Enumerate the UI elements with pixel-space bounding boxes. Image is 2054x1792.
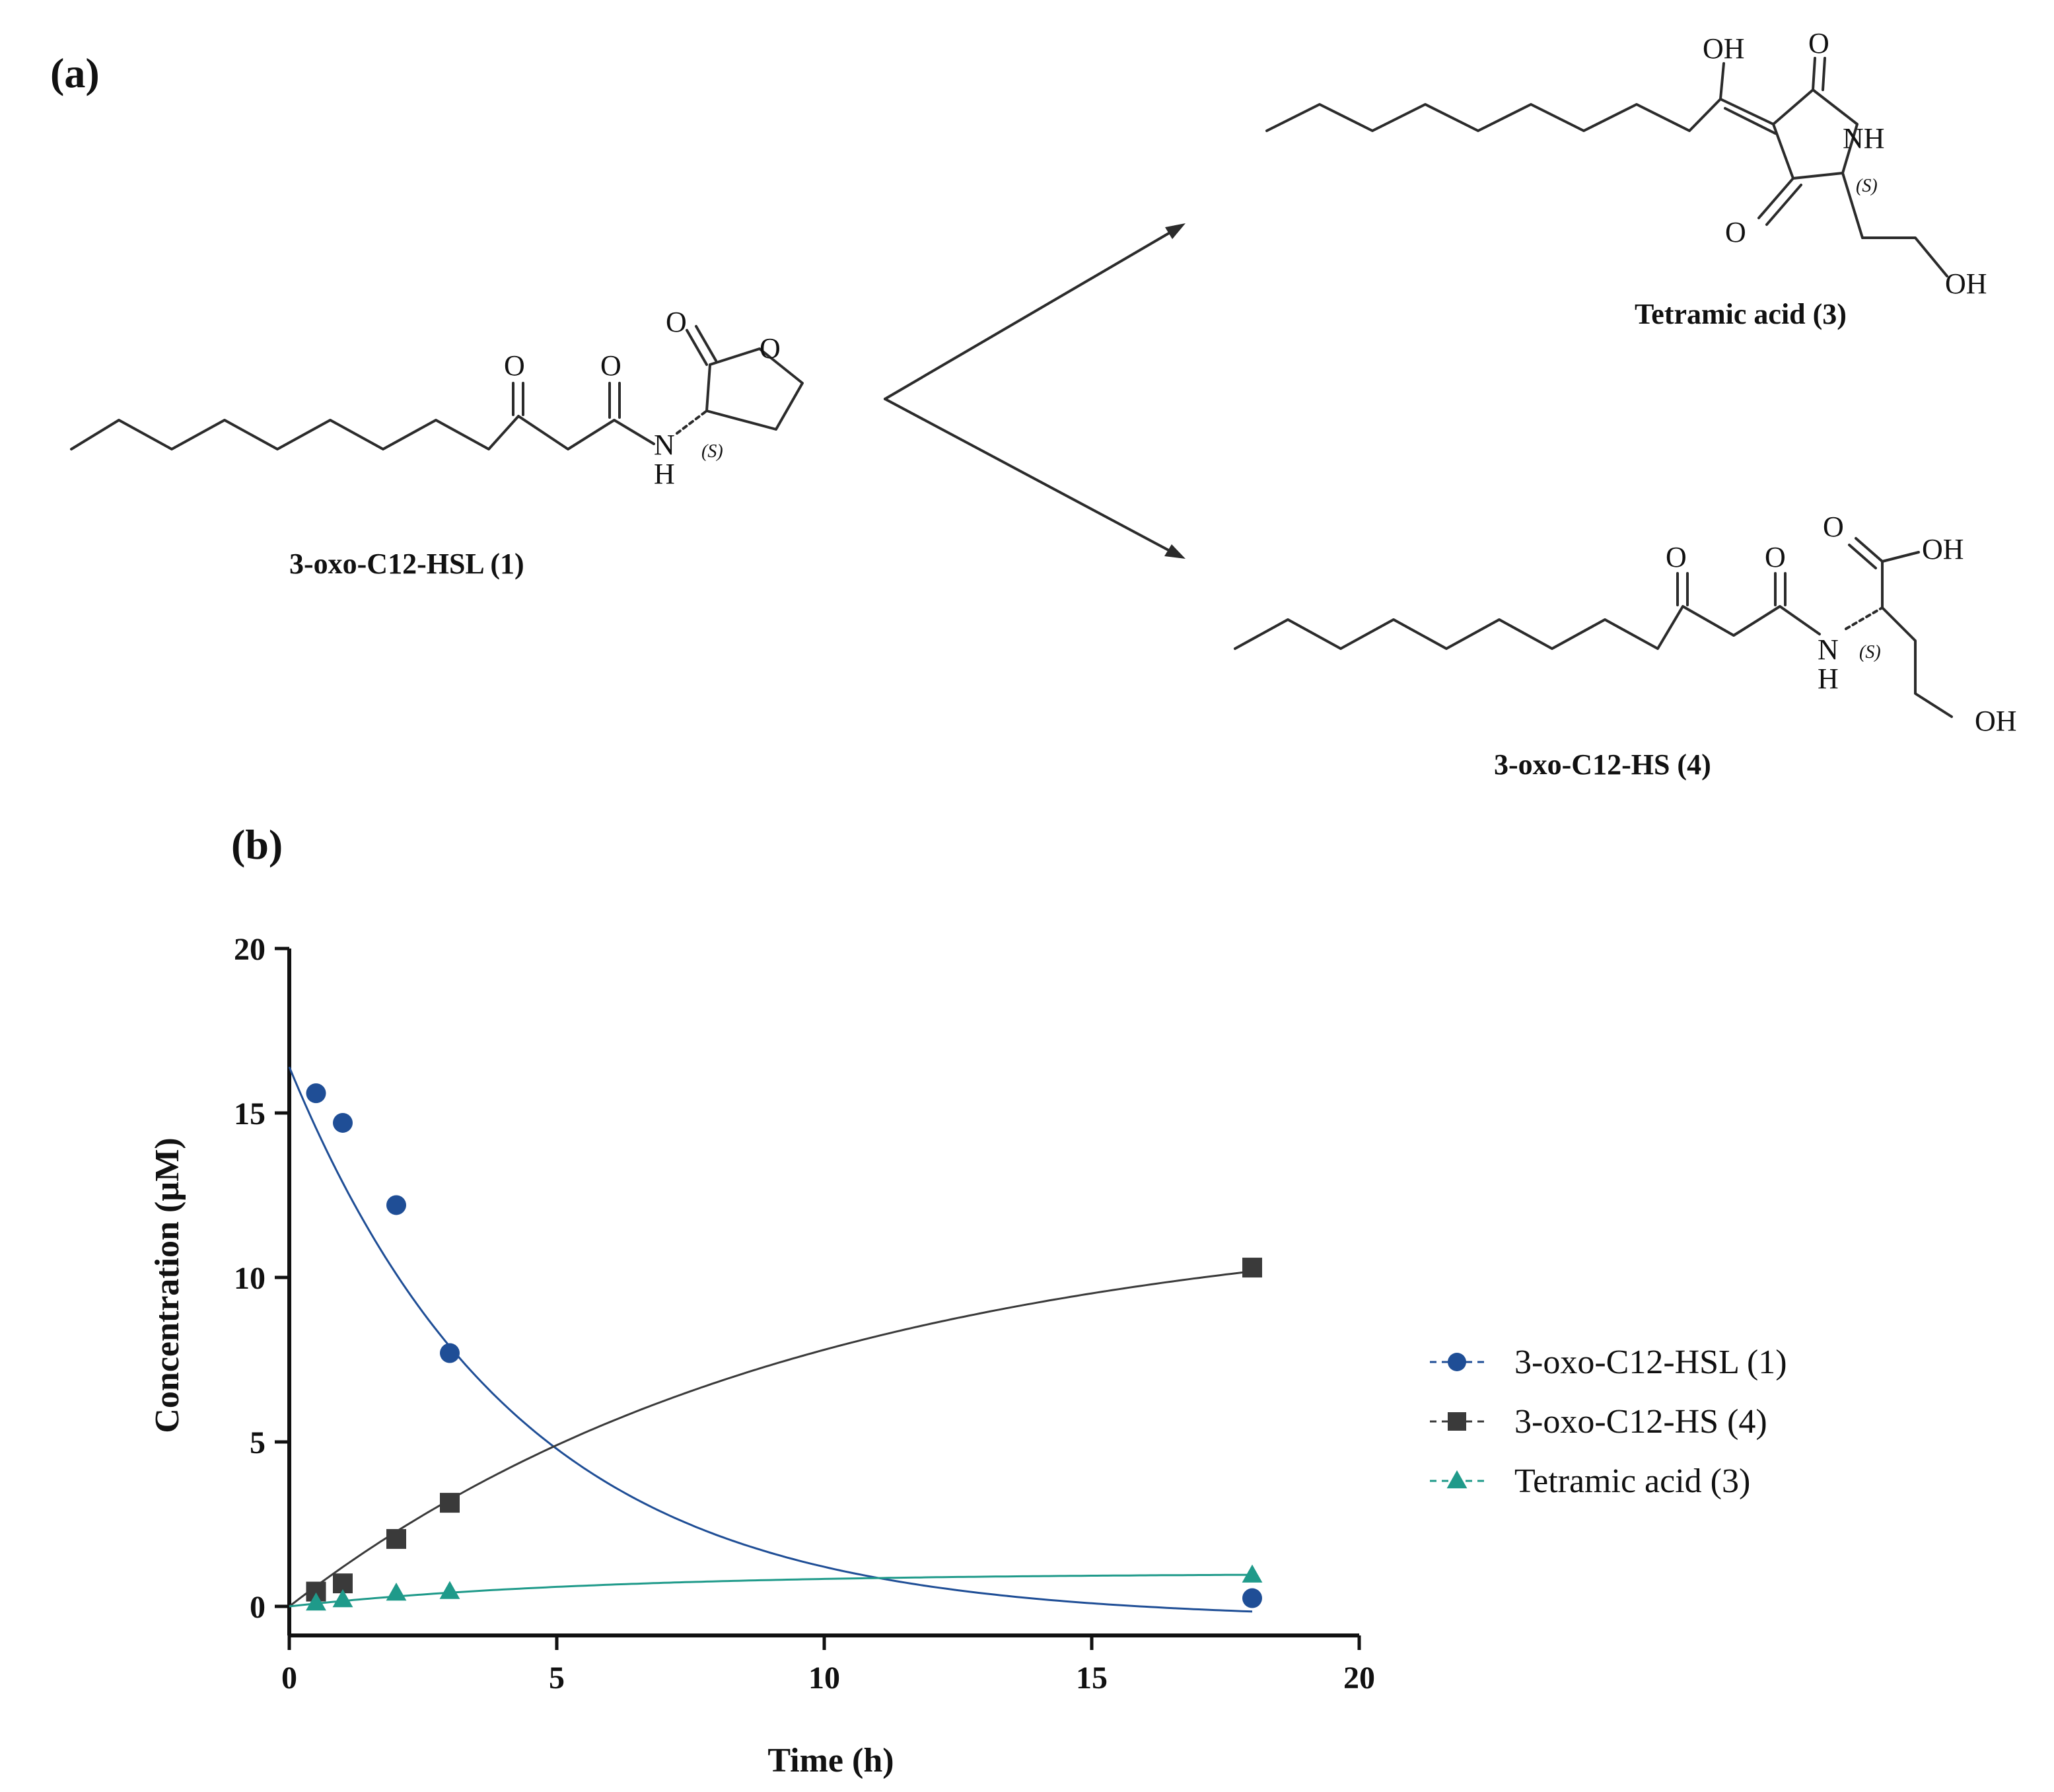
x-axis-label: Time (h) xyxy=(767,1742,894,1779)
y-tick-label: 10 xyxy=(234,1261,266,1296)
arrow-upper-line xyxy=(884,230,1174,400)
hsl-lactone-carbonyl xyxy=(686,329,708,366)
hsl-lactone-ring xyxy=(705,347,804,431)
tetramic-enol-oh xyxy=(1719,62,1725,100)
hsl-lactone-carbonyl2 xyxy=(695,325,717,362)
data-point-series-3 xyxy=(439,1581,460,1599)
tetramic-c4-carbonyl2 xyxy=(1765,184,1802,226)
y-tick-label: 5 xyxy=(250,1425,266,1460)
y-tick-label: 0 xyxy=(250,1590,266,1625)
fit-curve-1 xyxy=(288,1066,1253,1613)
structure-hsl: O O O O N H (S) xyxy=(70,306,804,490)
tetramic-atom-o2: O xyxy=(1725,216,1746,248)
panel-b-label: (b) xyxy=(231,821,283,868)
data-point-series-1 xyxy=(333,1112,353,1133)
tetramic-atom-nh: NH xyxy=(1843,122,1885,155)
hs-acid-oh xyxy=(1881,551,1920,563)
hsl-chain-bonds xyxy=(70,415,655,450)
hsl-atom-o2: O xyxy=(600,349,621,382)
tetramic-c2-carbonyl2 xyxy=(1822,57,1826,91)
panel-a-label: (a) xyxy=(50,50,100,96)
hs-atom-oh1: OH xyxy=(1922,533,1964,565)
label-tetramic: Tetramic acid (3) xyxy=(1635,298,1847,330)
arrow-upper-head xyxy=(1165,223,1186,239)
fit-curve-2 xyxy=(289,1270,1253,1608)
y-axis-label: Concentration (µM) xyxy=(149,1137,186,1433)
data-point-series-2 xyxy=(1242,1258,1262,1278)
tetramic-c4-carbonyl xyxy=(1757,177,1794,219)
tetramic-stereo: (S) xyxy=(1856,176,1878,196)
tetramic-c2-carbonyl xyxy=(1812,57,1816,91)
hs-stereo: (S) xyxy=(1859,642,1881,663)
data-point-series-2 xyxy=(386,1528,406,1549)
data-point-series-1 xyxy=(1242,1588,1262,1608)
tetramic-atom-oh1: OH xyxy=(1703,32,1745,65)
label-hsl: 3-oxo-C12-HSL (1) xyxy=(289,548,524,580)
x-tick-label: 0 xyxy=(281,1661,297,1696)
tetramic-exo-double2 xyxy=(1724,107,1777,135)
tetramic-chain-bonds xyxy=(1265,98,1722,132)
arrow-lower-head xyxy=(1164,544,1186,559)
hsl-atom-n: N xyxy=(654,429,675,461)
x-tick-label: 5 xyxy=(549,1661,565,1696)
legend-label-1: 3-oxo-C12-HSL (1) xyxy=(1514,1344,1787,1381)
legend-marker-2 xyxy=(1448,1412,1466,1431)
hs-side-chain xyxy=(1881,606,1953,718)
y-tick-label: 20 xyxy=(234,932,266,967)
hsl-atom-o1: O xyxy=(504,349,525,382)
x-tick-label: 15 xyxy=(1076,1661,1108,1696)
hsl-atom-o4: O xyxy=(760,332,781,365)
legend-marker-1 xyxy=(1448,1353,1466,1371)
hsl-atom-o3: O xyxy=(666,306,687,338)
hs-atom-h: H xyxy=(1818,663,1839,695)
legend-label-3: Tetramic acid (3) xyxy=(1514,1462,1750,1500)
hs-atom-o2: O xyxy=(1765,541,1786,573)
data-point-series-1 xyxy=(440,1343,460,1363)
hs-acid-co xyxy=(1855,537,1884,563)
hs-atom-oh2: OH xyxy=(1975,705,2017,737)
data-point-series-3 xyxy=(1242,1564,1263,1583)
arrow-lower-line xyxy=(884,398,1174,554)
data-point-series-3 xyxy=(306,1592,326,1611)
hs-atom-o3: O xyxy=(1823,511,1844,543)
data-point-series-1 xyxy=(306,1083,326,1104)
hs-atom-o1: O xyxy=(1666,541,1687,573)
data-point-series-3 xyxy=(386,1582,407,1601)
hs-acid-co2 xyxy=(1848,544,1877,569)
tetramic-atom-oh2: OH xyxy=(1945,268,1987,300)
fit-curve-3 xyxy=(289,1573,1252,1608)
reaction-arrows xyxy=(884,223,1186,559)
hsl-ring-attach xyxy=(676,410,708,435)
x-tick-label: 10 xyxy=(808,1661,840,1696)
data-point-series-1 xyxy=(386,1195,406,1215)
legend-label-2: 3-oxo-C12-HS (4) xyxy=(1514,1403,1767,1441)
hsl-stereo: (S) xyxy=(701,441,723,462)
x-tick-label: 20 xyxy=(1343,1661,1375,1696)
data-point-series-3 xyxy=(332,1589,353,1608)
structure-hs: O O O OH N H (S) OH xyxy=(1234,511,2017,737)
tetramic-side-chain xyxy=(1861,236,1948,277)
legend-marker-3 xyxy=(1446,1470,1468,1489)
tetramic-side-wedge xyxy=(1841,172,1864,239)
hs-atom-n: N xyxy=(1818,633,1839,666)
hs-chain-bonds xyxy=(1234,605,1821,650)
tetramic-exo-double xyxy=(1719,98,1775,125)
label-hs: 3-oxo-C12-HS (4) xyxy=(1494,748,1711,781)
structure-tetramic: OH O NH (S) O OH xyxy=(1265,27,1987,300)
data-point-series-2 xyxy=(440,1493,460,1513)
hs-alpha-dash xyxy=(1845,606,1884,630)
tetramic-ring xyxy=(1772,89,1859,180)
y-tick-label: 15 xyxy=(234,1096,266,1131)
tetramic-atom-o1: O xyxy=(1808,27,1829,59)
panel-a: (a) O O O O N H (S) 3-oxo-C12-HSL (1) xyxy=(50,27,2017,781)
hsl-atom-h: H xyxy=(654,458,675,490)
